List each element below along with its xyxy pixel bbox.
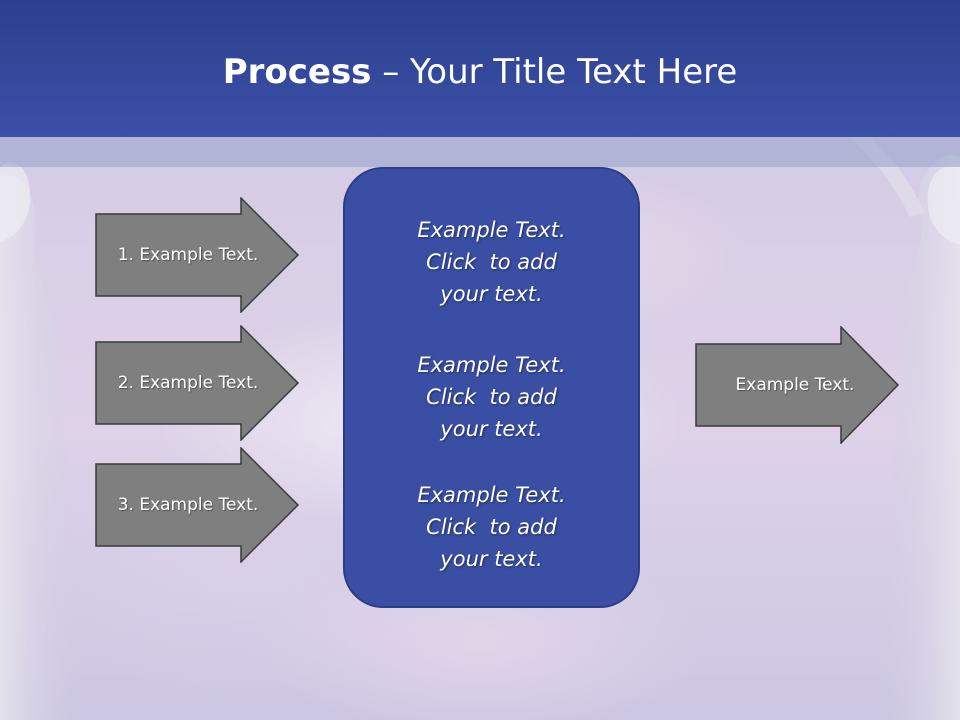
center-text-line: Example Text. [417,353,566,377]
center-text-line: Example Text. [417,483,566,507]
arrow-shape-icon [95,325,300,441]
arrow-shape-icon [695,326,900,444]
slide-title[interactable]: Process – Your Title Text Here [0,52,960,92]
center-text-item-1[interactable]: Example Text. Click to add your text. [345,214,638,310]
right-arrow[interactable]: Example Text. [695,326,900,444]
right-arrow-label: Example Text. [735,375,855,395]
center-text-box[interactable]: Example Text. Click to add your text. Ex… [343,167,640,608]
center-text-line: Click to add [426,385,557,409]
header-bar [0,0,960,137]
center-text-item-3[interactable]: Example Text. Click to add your text. [345,479,638,575]
left-arrow-1[interactable]: 1. Example Text. [95,197,300,313]
center-text-line: Example Text. [417,218,566,242]
center-text-line: your text. [440,417,543,441]
center-text-line: your text. [440,547,543,571]
statue-left-image [0,162,83,720]
left-arrow-label: 1. Example Text. [117,245,259,265]
center-text-line: Click to add [426,250,557,274]
center-text-line: your text. [440,282,543,306]
left-arrow-3[interactable]: 3. Example Text. [95,447,300,563]
header-strip [0,137,960,167]
left-arrow-label: 2. Example Text. [117,373,259,393]
center-text-item-2[interactable]: Example Text. Click to add your text. [345,349,638,445]
arrow-shape-icon [95,197,300,313]
arrow-shape-icon [95,447,300,563]
title-bold-part: Process [222,52,372,92]
left-arrow-2[interactable]: 2. Example Text. [95,325,300,441]
statue-right-image [850,137,960,720]
title-rest-part: – Your Title Text Here [371,52,738,92]
center-text-line: Click to add [426,515,557,539]
left-arrow-label: 3. Example Text. [117,495,259,515]
